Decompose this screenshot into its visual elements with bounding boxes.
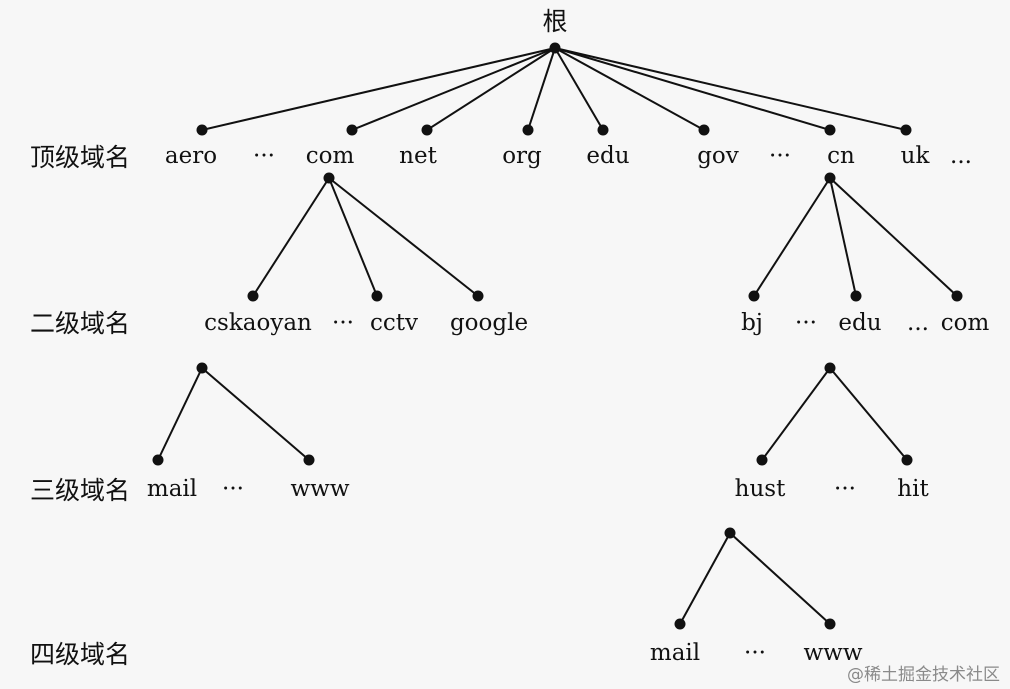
tree-node-dot [323, 172, 335, 184]
tree-node-dot [724, 527, 736, 539]
watermark: @稀土掘金技术社区 [847, 665, 1000, 685]
node-edu-cn: edu [838, 310, 882, 336]
tree-node-dot [522, 124, 534, 136]
tree-edge [328, 177, 378, 297]
tree-edge [201, 367, 310, 461]
ellipsis: ··· [795, 310, 817, 336]
tree-node-dot [346, 124, 358, 136]
tree-edge [157, 367, 203, 461]
tree-edge [729, 532, 831, 625]
ellipsis: ··· [222, 476, 244, 502]
ellipsis: ··· [769, 143, 791, 169]
tree-node-dot [824, 172, 836, 184]
node-net: net [399, 143, 437, 169]
level-label-top: 顶级域名 [30, 143, 131, 172]
tree-node-dot [951, 290, 963, 302]
tree-node-dot [152, 454, 164, 466]
tree-node-dot [247, 290, 259, 302]
level-label-second: 二级域名 [30, 309, 131, 338]
tree-edge [554, 47, 907, 131]
tree-edge [679, 532, 731, 625]
ellipsis: ··· [332, 310, 354, 336]
tree-node-dot [549, 42, 561, 54]
node-www-hust: www [803, 640, 863, 666]
tree-edge [252, 177, 330, 297]
node-org: org [502, 143, 542, 169]
tree-node-dot [850, 290, 862, 302]
tree-node-dot [196, 362, 208, 374]
tree-edge [753, 177, 831, 297]
tree-node-dot [472, 290, 484, 302]
tree-node-dot [824, 618, 836, 630]
tree-node-dot [824, 124, 836, 136]
ellipsis: ... [950, 143, 972, 169]
tree-edge [554, 47, 831, 131]
tree-edge [201, 47, 556, 131]
node-gov: gov [697, 143, 739, 169]
tree-node-dot [756, 454, 768, 466]
node-hust: hust [734, 476, 786, 502]
tree-node-dot [196, 124, 208, 136]
tree-node-dot [421, 124, 433, 136]
node-www: www [290, 476, 350, 502]
tree-node-dot [901, 454, 913, 466]
node-edu: edu [586, 143, 630, 169]
node-hit: hit [897, 476, 929, 502]
node-aero: aero [164, 143, 218, 169]
node-mail: mail [146, 476, 198, 502]
ellipsis: ... [907, 310, 929, 336]
tree-edge [426, 47, 556, 131]
root-label: 根 [542, 7, 568, 36]
node-cn: cn [827, 143, 855, 169]
node-cskaoyan: cskaoyan [204, 310, 312, 336]
node-cctv: cctv [370, 310, 418, 336]
tree-edge [761, 367, 831, 461]
tree-node-dot [748, 290, 760, 302]
node-mail-hust: mail [649, 640, 701, 666]
node-bj: bj [741, 310, 763, 336]
tree-edge [554, 47, 604, 131]
tree-edge [554, 47, 705, 131]
ellipsis: ··· [744, 640, 766, 666]
tree-node-dot [371, 290, 383, 302]
tree-node-dot [900, 124, 912, 136]
node-com-cn: com [940, 310, 990, 336]
level-label-third: 三级域名 [30, 476, 131, 505]
ellipsis: ··· [253, 143, 275, 169]
tree-node-dot [698, 124, 710, 136]
tree-edge [351, 47, 556, 131]
tree-edge [829, 367, 908, 461]
node-com: com [305, 143, 355, 169]
tree-node-dot [303, 454, 315, 466]
ellipsis: ··· [834, 476, 856, 502]
tree-edge [829, 177, 958, 297]
tree-node-dot [597, 124, 609, 136]
tree-edge [328, 177, 479, 297]
node-uk: uk [900, 143, 930, 169]
tree-node-dot [824, 362, 836, 374]
tree-edge [527, 47, 556, 131]
tree-node-dot [674, 618, 686, 630]
level-label-fourth: 四级域名 [30, 640, 131, 669]
node-google: google [449, 310, 529, 336]
tree-edge [829, 177, 857, 297]
